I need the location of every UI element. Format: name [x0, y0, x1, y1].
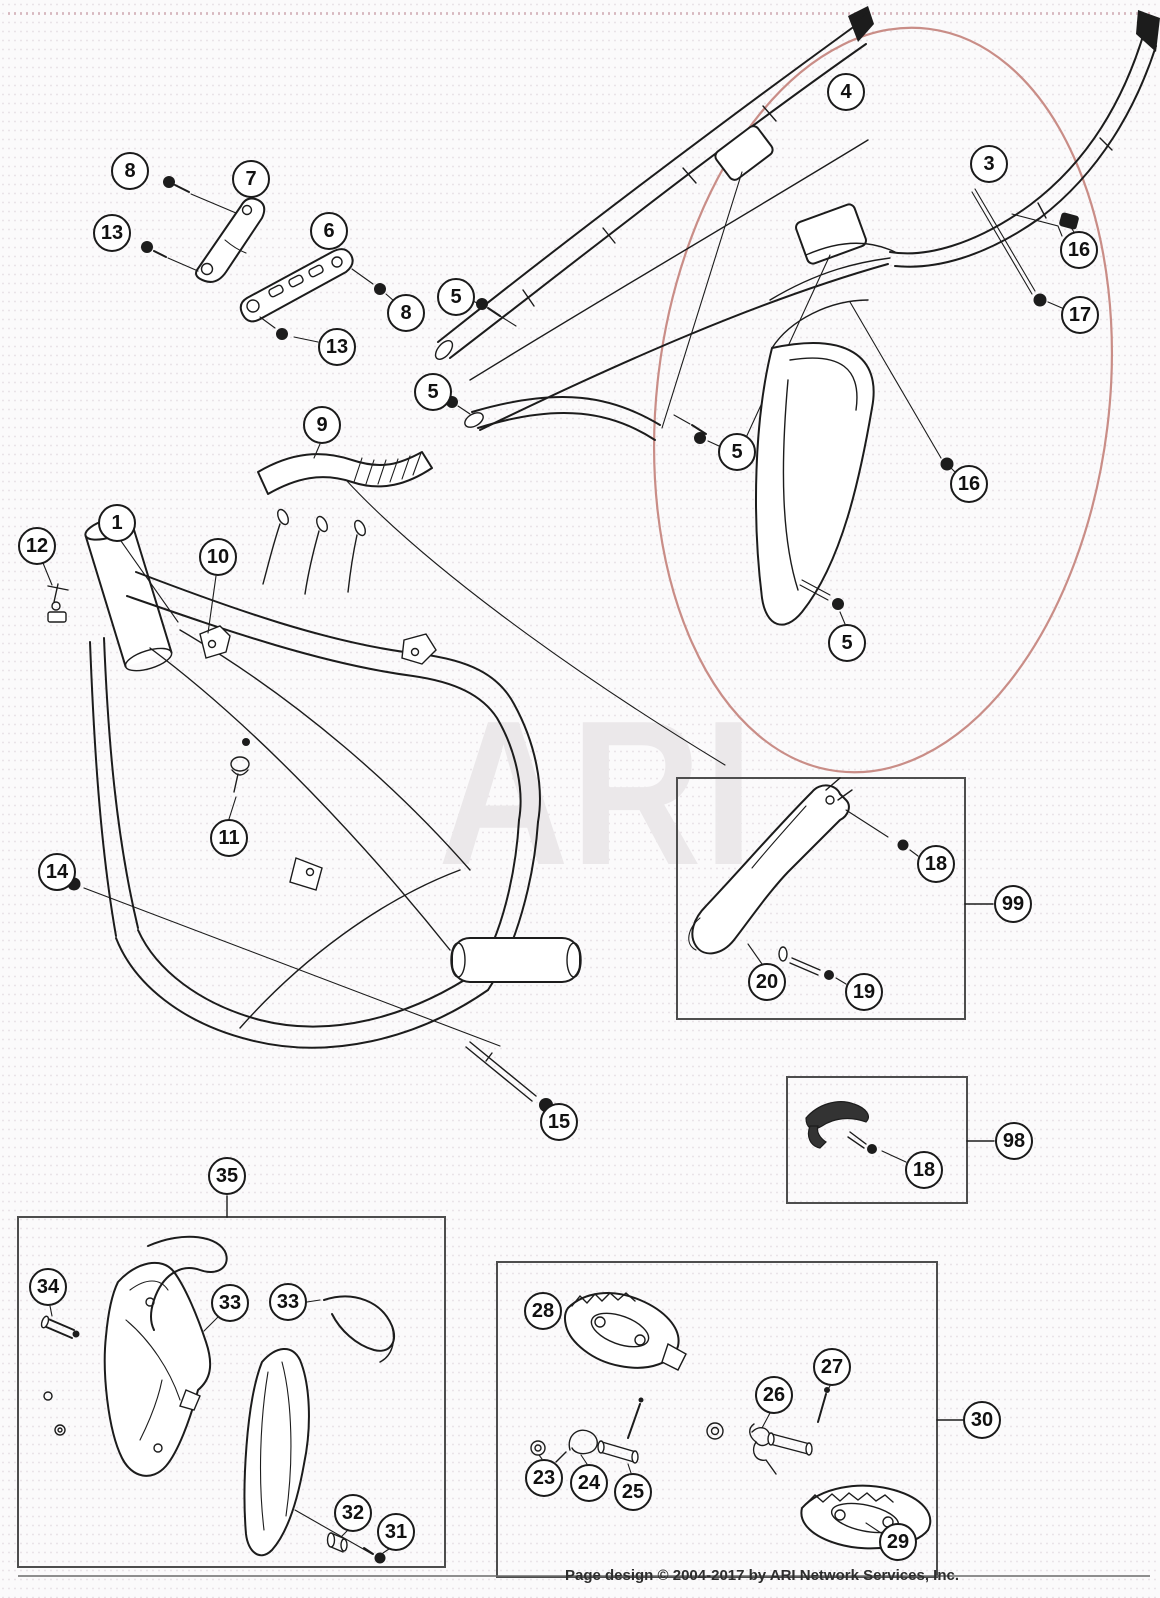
group-box-98: [786, 1076, 995, 1204]
callout-8[interactable]: 8: [387, 294, 425, 332]
callout-1[interactable]: 1: [98, 504, 136, 542]
callout-34[interactable]: 34: [29, 1268, 67, 1306]
group-box-99: [676, 777, 994, 1020]
cable-guide-part-9: [257, 451, 726, 766]
callout-99[interactable]: 99: [994, 885, 1032, 923]
bracket-parts-7-6: [141, 176, 395, 343]
callout-19[interactable]: 19: [845, 973, 883, 1011]
callout-5[interactable]: 5: [828, 624, 866, 662]
callout-11[interactable]: 11: [210, 819, 248, 857]
callout-35[interactable]: 35: [208, 1157, 246, 1195]
callout-27[interactable]: 27: [813, 1348, 851, 1386]
main-frame-part-1: [47, 516, 582, 1112]
callout-24[interactable]: 24: [570, 1464, 608, 1502]
group-box-30: [496, 1261, 964, 1578]
callout-26[interactable]: 26: [755, 1376, 793, 1414]
callout-16[interactable]: 16: [1060, 231, 1098, 269]
callout-8[interactable]: 8: [111, 152, 149, 190]
callout-13[interactable]: 13: [318, 328, 356, 366]
callout-98[interactable]: 98: [995, 1122, 1033, 1160]
callout-13[interactable]: 13: [93, 214, 131, 252]
callout-31[interactable]: 31: [377, 1513, 415, 1551]
top-dotted-border: [8, 12, 1150, 15]
ari-watermark: ARI: [438, 678, 756, 908]
callout-25[interactable]: 25: [614, 1473, 652, 1511]
callout-3[interactable]: 3: [970, 145, 1008, 183]
subframe-parts-4-3: [434, 6, 1160, 626]
footer-text: Page design © 2004-2017 by ARI Network S…: [564, 1567, 959, 1584]
callout-16[interactable]: 16: [950, 465, 988, 503]
callout-20[interactable]: 20: [748, 963, 786, 1001]
callout-32[interactable]: 32: [334, 1494, 372, 1532]
callout-14[interactable]: 14: [38, 853, 76, 891]
callout-18[interactable]: 18: [917, 845, 955, 883]
callout-12[interactable]: 12: [18, 527, 56, 565]
callout-5[interactable]: 5: [437, 278, 475, 316]
callout-6[interactable]: 6: [310, 212, 348, 250]
callout-10[interactable]: 10: [199, 538, 237, 576]
callout-30[interactable]: 30: [963, 1401, 1001, 1439]
callout-33[interactable]: 33: [211, 1284, 249, 1322]
callout-7[interactable]: 7: [232, 160, 270, 198]
callout-17[interactable]: 17: [1061, 296, 1099, 334]
callout-29[interactable]: 29: [879, 1523, 917, 1561]
group-box-35: [17, 1195, 446, 1568]
highlight-ellipse: [653, 26, 1113, 774]
callout-23[interactable]: 23: [525, 1459, 563, 1497]
callout-5[interactable]: 5: [414, 373, 452, 411]
callout-28[interactable]: 28: [524, 1292, 562, 1330]
callout-4[interactable]: 4: [827, 73, 865, 111]
callout-5[interactable]: 5: [718, 433, 756, 471]
callout-18[interactable]: 18: [905, 1151, 943, 1189]
callout-15[interactable]: 15: [540, 1103, 578, 1141]
callout-33[interactable]: 33: [269, 1283, 307, 1321]
callout-9[interactable]: 9: [303, 406, 341, 444]
